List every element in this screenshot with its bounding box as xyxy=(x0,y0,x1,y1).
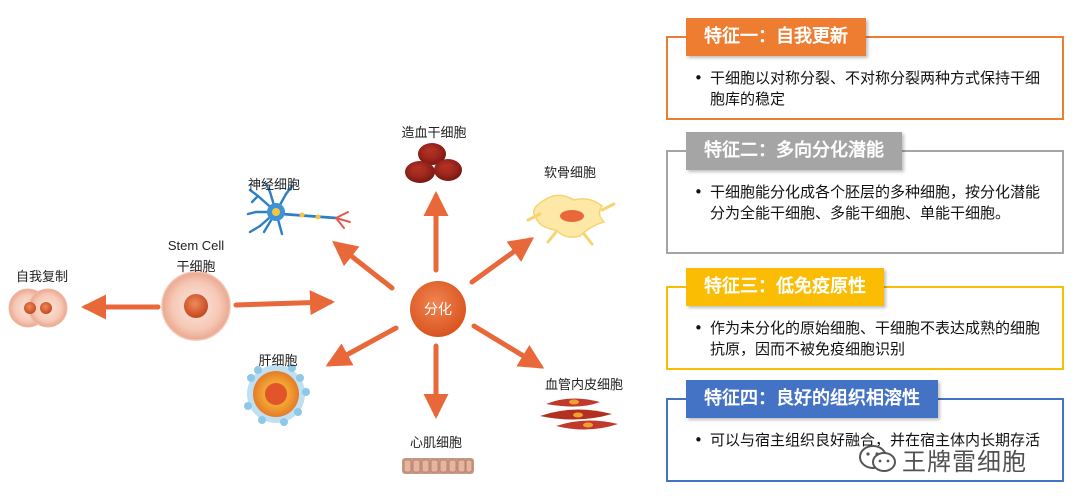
feature-text-2: 干细胞能分化成各个胚层的多种细胞，按分化潜能分为全能干细胞、多能干细胞、单能干细… xyxy=(710,183,1041,222)
arrow-to-cartilage xyxy=(469,237,535,285)
arrow-to-endothelial xyxy=(471,323,545,369)
arrow-to-hub xyxy=(233,290,335,316)
feature-card-3: 特征三：低免疫原性 • 作为未分化的原始细胞、干细胞不表达成熟的细胞抗原，因而不… xyxy=(666,268,1064,370)
label-neuron: 神经细胞 xyxy=(247,178,301,193)
label-endothelial: 血管内皮细胞 xyxy=(544,378,624,393)
self-renewal-cell xyxy=(8,288,68,328)
blood-cells xyxy=(405,143,462,183)
feature-text-1: 干细胞以对称分裂、不对称分裂两种方式保持干细胞库的稳定 xyxy=(710,69,1041,108)
stem-cell xyxy=(161,271,231,341)
feature-title-4: 特征四：良好的组织相溶性 xyxy=(686,380,938,418)
label-stem-cell-zh: 干细胞 xyxy=(176,260,216,275)
arrow-to-neuron xyxy=(332,240,395,291)
feature-body-3: • 作为未分化的原始细胞、干细胞不表达成熟的细胞抗原，因而不被免疫细胞识别 xyxy=(694,318,1048,360)
feature-body-4: • 可以与宿主组织良好融合，并在宿主体内长期存活 xyxy=(694,430,1048,451)
arrow-to-liver xyxy=(325,325,399,367)
liver-cell xyxy=(244,364,310,426)
label-self-renewal: 自我复制 xyxy=(16,270,69,285)
bullet-icon: • xyxy=(694,431,703,449)
bullet-icon: • xyxy=(694,319,703,337)
label-liver: 肝细胞 xyxy=(258,354,298,369)
feature-title-1: 特征一：自我更新 xyxy=(686,18,866,56)
stem-cell-diagram xyxy=(8,143,618,474)
feature-body-2: • 干细胞能分化成各个胚层的多种细胞，按分化潜能分为全能干细胞、多能干细胞、单能… xyxy=(694,182,1048,224)
feature-card-4: 特征四：良好的组织相溶性 • 可以与宿主组织良好融合，并在宿主体内长期存活 xyxy=(666,380,1064,482)
feature-card-1: 特征一：自我更新 • 干细胞以对称分裂、不对称分裂两种方式保持干细胞库的稳定 xyxy=(666,18,1064,120)
cardiac-cells xyxy=(402,458,474,474)
cartilage-cell xyxy=(526,194,616,246)
differentiation-hub xyxy=(410,281,466,337)
watermark-text: 王牌雷细胞 xyxy=(902,448,1027,476)
endothelial-cells xyxy=(540,398,618,430)
neuron-cell xyxy=(246,182,351,236)
bullet-icon: • xyxy=(694,183,703,201)
arrows xyxy=(81,191,545,419)
label-cardiac: 心肌细胞 xyxy=(409,436,463,451)
feature-title-2: 特征二：多向分化潜能 xyxy=(686,132,902,170)
label-cartilage: 软骨细胞 xyxy=(543,166,597,181)
feature-card-2: 特征二：多向分化潜能 • 干细胞能分化成各个胚层的多种细胞，按分化潜能分为全能干… xyxy=(666,132,1064,254)
label-blood: 造血干细胞 xyxy=(401,126,467,141)
feature-title-3: 特征三：低免疫原性 xyxy=(686,268,884,306)
feature-body-1: • 干细胞以对称分裂、不对称分裂两种方式保持干细胞库的稳定 xyxy=(694,68,1048,110)
label-stem-cell-en: Stem Cell xyxy=(167,238,225,253)
wechat-icon xyxy=(859,445,896,472)
feature-text-3: 作为未分化的原始细胞、干细胞不表达成熟的细胞抗原，因而不被免疫细胞识别 xyxy=(710,319,1041,358)
feature-text-4: 可以与宿主组织良好融合，并在宿主体内长期存活 xyxy=(710,431,1041,449)
bullet-icon: • xyxy=(694,69,703,87)
label-hub: 分化 xyxy=(424,302,452,318)
